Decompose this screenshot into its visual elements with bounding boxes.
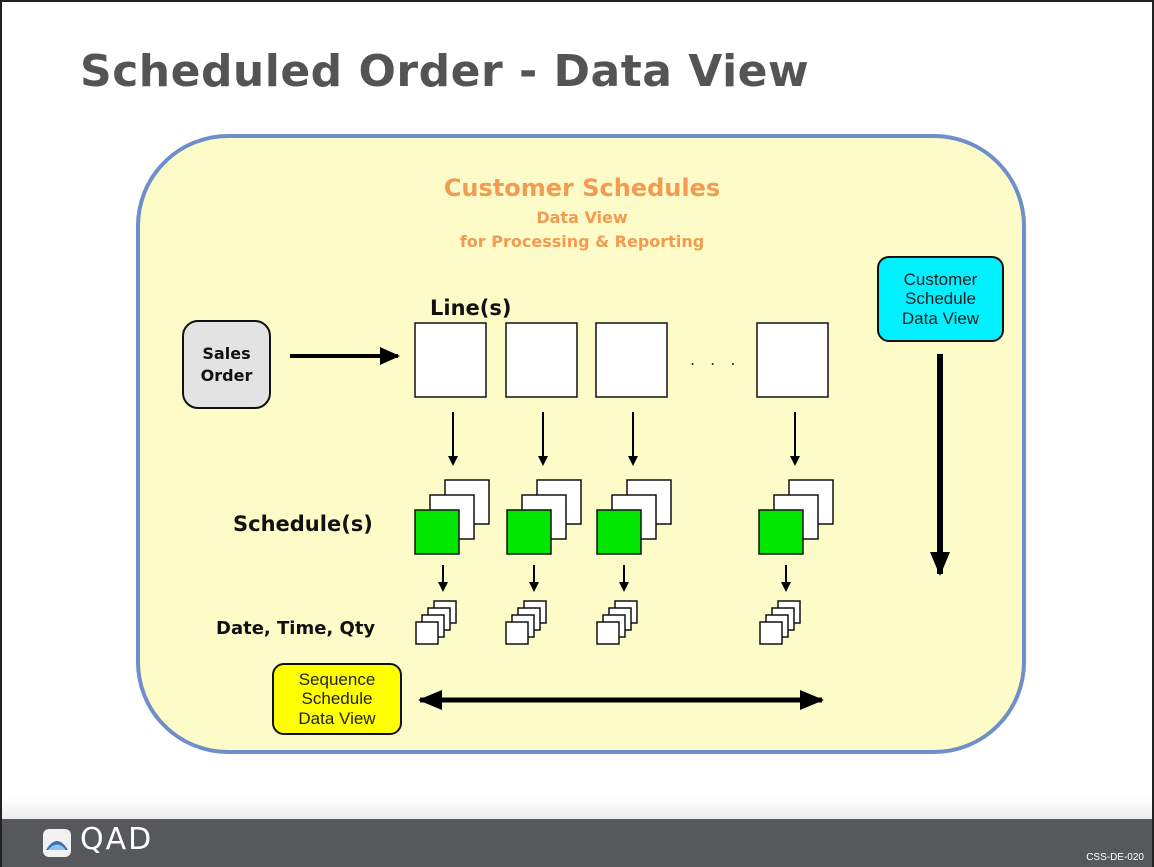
- footer-bar: [2, 819, 1152, 867]
- slide-code: CSS-DE-020: [1086, 852, 1144, 863]
- sequence-schedule-data-view: Sequence Schedule Data View: [272, 663, 402, 735]
- line-box: [505, 322, 578, 398]
- schedule-stack: [596, 479, 672, 555]
- customer-schedules-panel: [136, 134, 1026, 754]
- line-box: [595, 322, 668, 398]
- lines-label: Line(s): [430, 296, 512, 320]
- schedule-stack: [506, 479, 582, 555]
- qad-logo-icon: [43, 829, 71, 857]
- line-box: [414, 322, 487, 398]
- schedules-label: Schedule(s): [233, 512, 373, 536]
- diagram-subheading-data-view: Data View: [536, 208, 628, 227]
- detail-stack: [505, 600, 547, 645]
- diagram-subheading-processing: for Processing & Reporting: [459, 232, 705, 251]
- sales-order-box: Sales Order: [182, 320, 271, 409]
- customer-schedule-data-view: Customer Schedule Data View: [877, 256, 1004, 342]
- schedule-stack: [414, 479, 490, 555]
- line-box: [756, 322, 829, 398]
- slide-title: Scheduled Order - Data View: [80, 46, 810, 97]
- detail-stack: [415, 600, 457, 645]
- qad-logo-text: QAD: [80, 822, 154, 857]
- diagram-heading: Customer Schedules: [443, 174, 721, 202]
- detail-stack: [596, 600, 638, 645]
- ellipsis: . . .: [690, 350, 741, 369]
- footer-shadow: [2, 797, 1152, 819]
- detail-stack: [759, 600, 801, 645]
- schedule-stack: [758, 479, 834, 555]
- date-time-qty-label: Date, Time, Qty: [216, 618, 376, 639]
